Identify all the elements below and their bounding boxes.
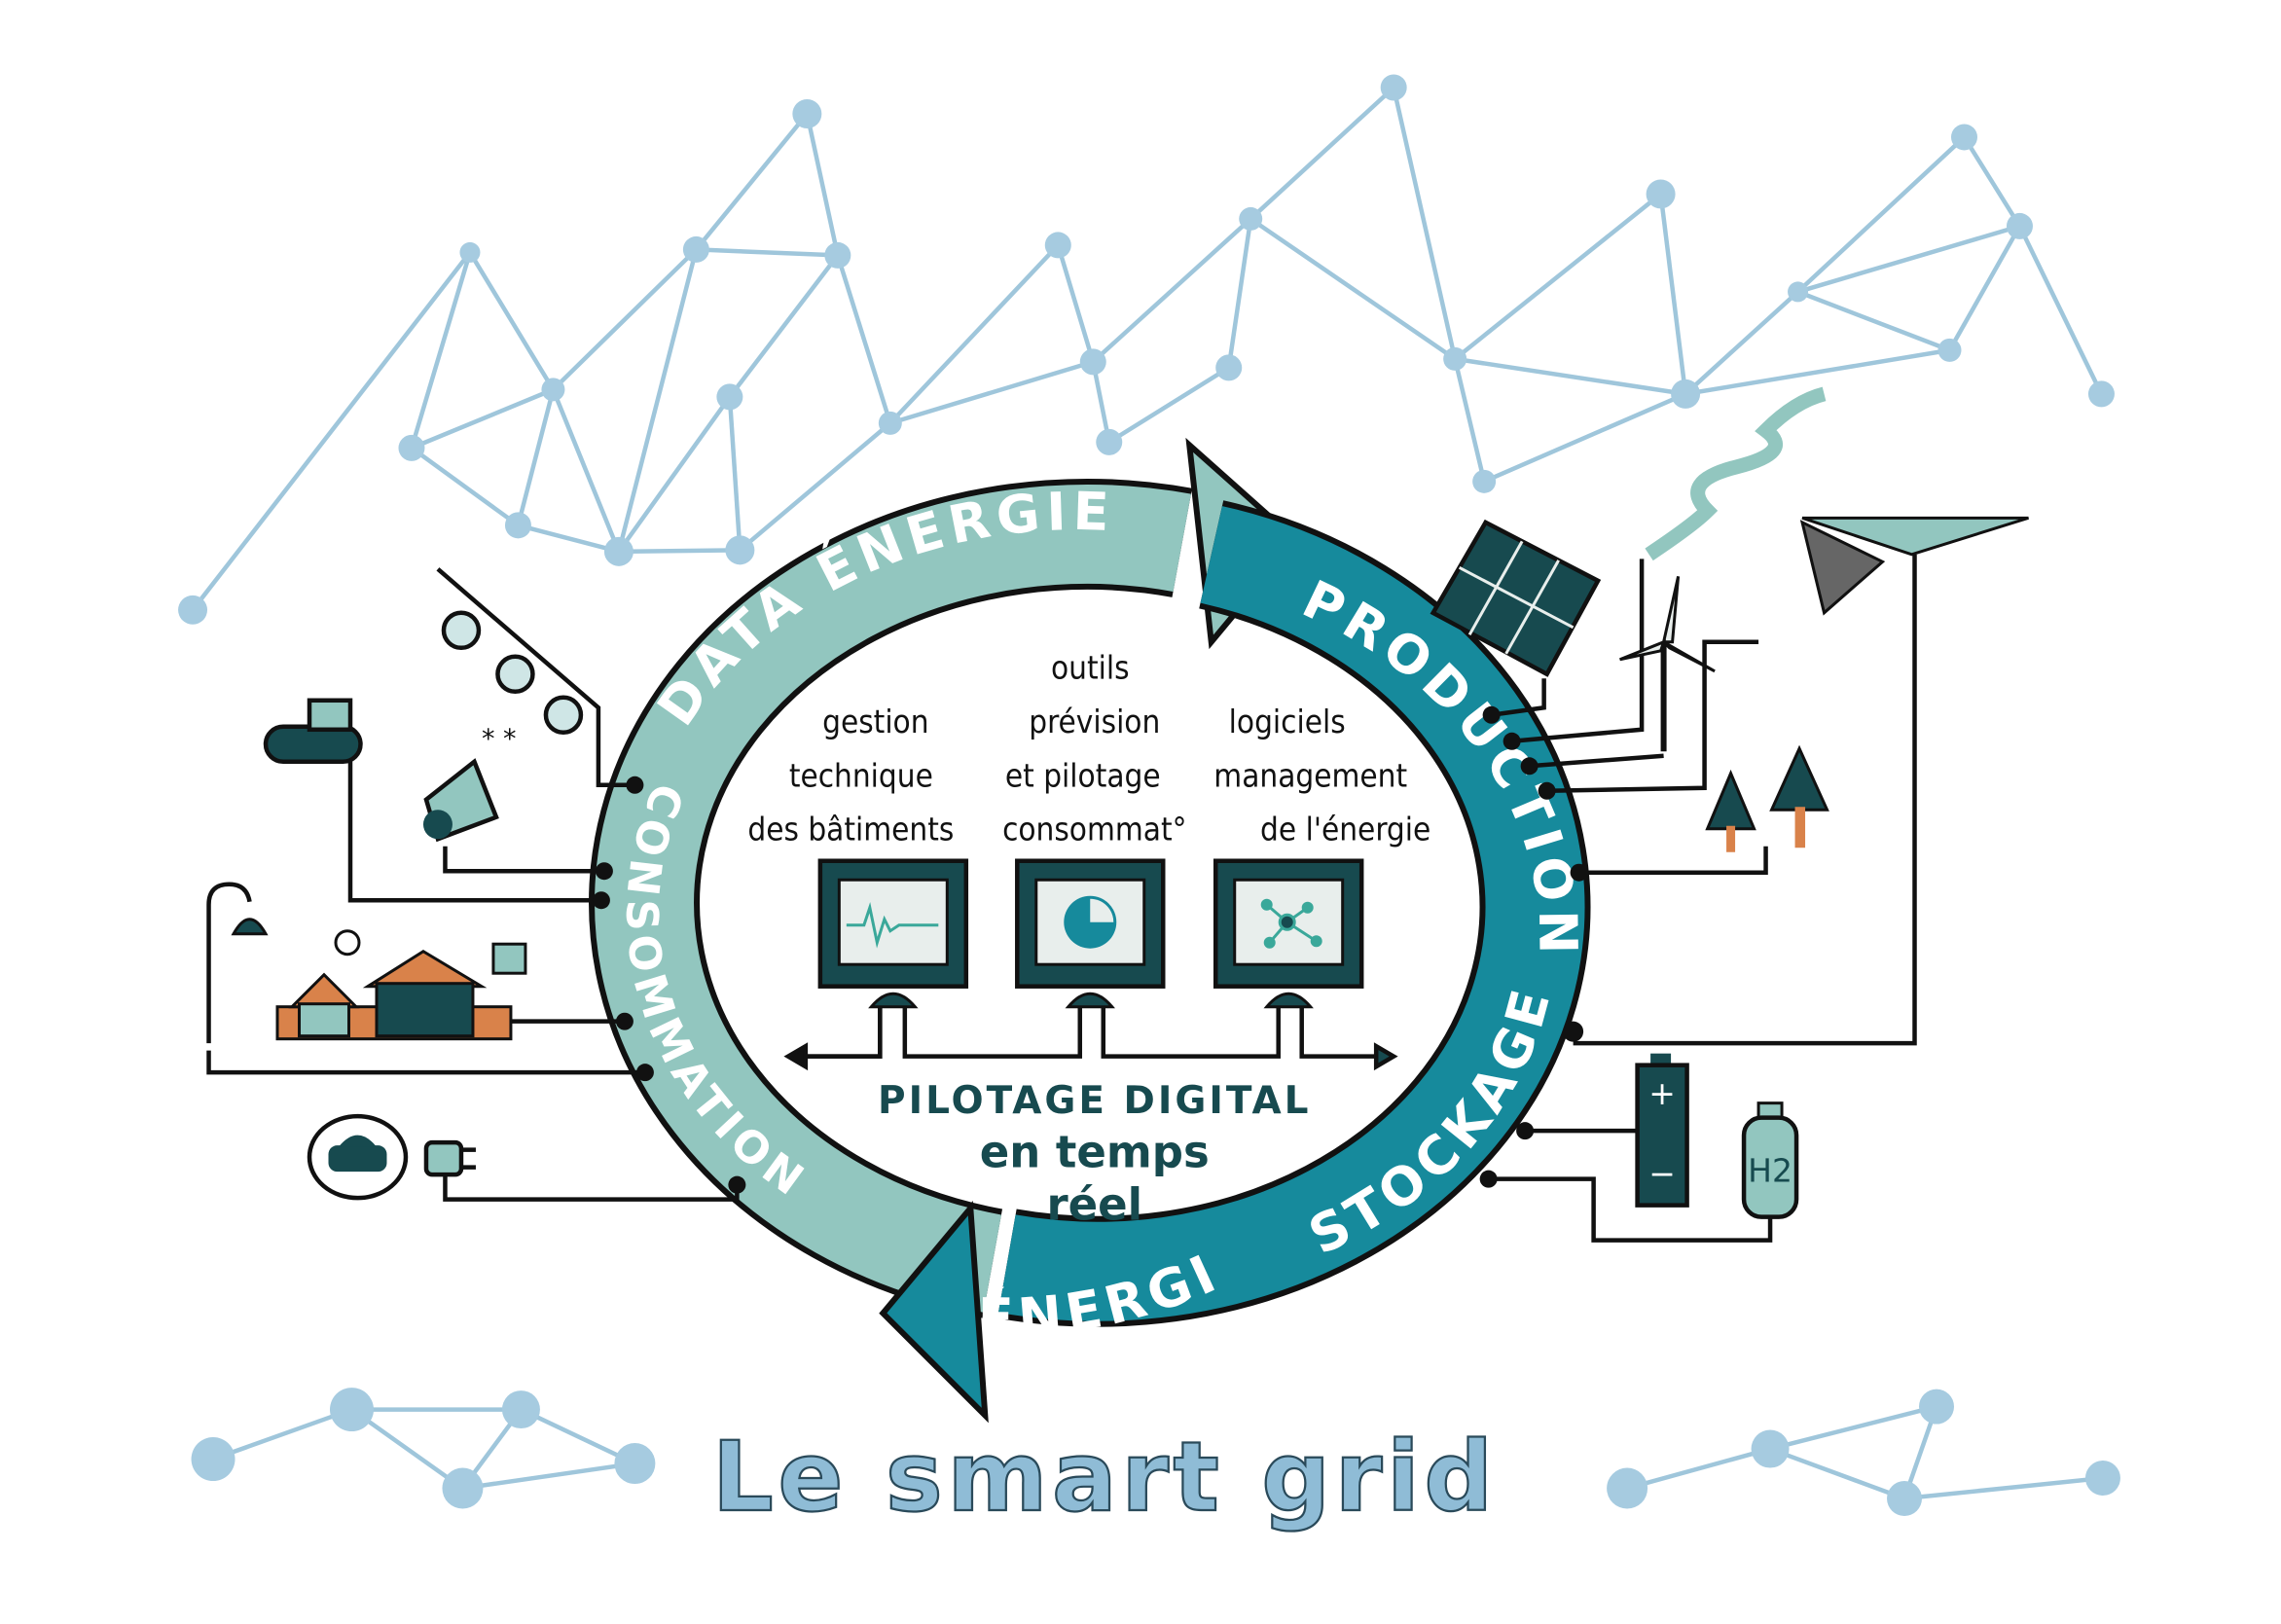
diagram-title: Le smart grid bbox=[712, 1422, 1498, 1534]
heading-outils: outils bbox=[1051, 648, 1130, 686]
tool-column-forecasting: prévision et pilotage consommat° bbox=[1002, 703, 1186, 848]
production-connections bbox=[1479, 554, 1917, 1243]
column-line: technique bbox=[789, 756, 933, 794]
street-lamp-icon bbox=[206, 882, 269, 1044]
energy-cycle-ring: DATA ÉNERGIE PRODUCTION STOCKAGE CONSOMM… bbox=[589, 437, 1591, 1424]
snowflakes-icon: * * bbox=[482, 724, 517, 754]
network-background-top bbox=[178, 74, 2115, 625]
column-line: consommat° bbox=[1002, 811, 1186, 848]
light-bulb-icon bbox=[334, 929, 361, 956]
hydro-dam-icon bbox=[1799, 516, 2029, 616]
pulse-chart-icon bbox=[846, 901, 939, 949]
column-line: de l'énergie bbox=[1260, 811, 1430, 848]
trees-icon bbox=[1705, 744, 1829, 852]
pilotage-subtitle-line1: en temps bbox=[980, 1127, 1210, 1178]
wind-turbine-icon bbox=[1619, 575, 1716, 752]
network-background-bottom bbox=[191, 1388, 2120, 1517]
battery-minus: − bbox=[1648, 1155, 1676, 1193]
projector-icon: * * bbox=[422, 724, 517, 843]
battery-icon: + − bbox=[1635, 1053, 1689, 1208]
column-line: management bbox=[1213, 756, 1407, 794]
snow-cannon-icon bbox=[263, 698, 397, 765]
hydrogen-label: H2 bbox=[1748, 1152, 1792, 1190]
plug-icon bbox=[423, 1139, 476, 1177]
pilotage-subtitle-line2: réel bbox=[1046, 1179, 1142, 1231]
tool-column-energy-software: logiciels management de l'énergie bbox=[1213, 703, 1430, 848]
pilotage-digital-title: PILOTAGE DIGITAL bbox=[878, 1079, 1311, 1123]
tool-column-building-management: gestion technique des bâtiments bbox=[747, 703, 954, 848]
column-line: logiciels bbox=[1229, 703, 1346, 740]
consumption-connections bbox=[206, 567, 746, 1202]
column-line: gestion bbox=[822, 703, 928, 740]
data-bus-line bbox=[783, 1006, 1398, 1071]
network-graph-icon bbox=[1260, 898, 1322, 949]
electric-car-icon bbox=[307, 1113, 409, 1201]
monitor-building-management bbox=[817, 858, 969, 1009]
factory-smoke-icon bbox=[1645, 386, 1827, 561]
column-line: des bâtiments bbox=[747, 811, 954, 848]
battery-plus: + bbox=[1648, 1074, 1676, 1112]
hydrogen-tank-icon: H2 bbox=[1741, 1101, 1799, 1219]
solar-panel-icon bbox=[1430, 519, 1602, 677]
energy-return-arrowhead bbox=[879, 1200, 989, 1424]
monitor-forecasting bbox=[1015, 858, 1166, 1009]
column-line: et pilotage bbox=[1005, 756, 1161, 794]
houses-icon bbox=[275, 929, 527, 1041]
monitor-energy-software bbox=[1213, 858, 1364, 1009]
column-line: prévision bbox=[1029, 703, 1160, 740]
string-lights-icon bbox=[441, 610, 584, 736]
